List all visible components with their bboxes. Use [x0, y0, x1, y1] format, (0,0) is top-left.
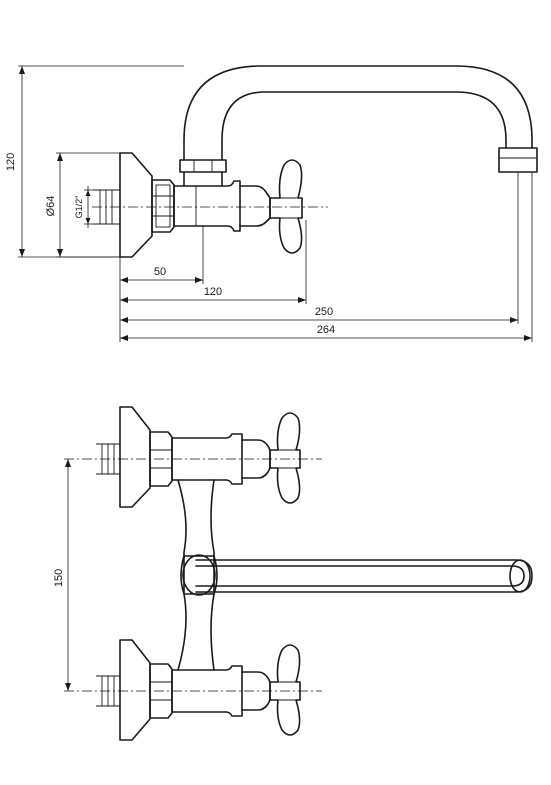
- front-spout: [195, 559, 533, 593]
- spout-aerator: [498, 147, 538, 173]
- spout-outer: [183, 65, 533, 161]
- lower-flange: [119, 639, 151, 741]
- spindle: [239, 185, 271, 227]
- lower-valve-body: [171, 665, 243, 717]
- upper-flange: [119, 406, 151, 508]
- dim-264-label: 264: [317, 324, 335, 336]
- upper-hex-nut: [149, 431, 173, 487]
- lower-valve: [64, 639, 322, 741]
- center-body: [177, 479, 215, 671]
- hex-nut: [151, 179, 175, 233]
- spout-nut: [179, 159, 227, 173]
- cross-handle: [269, 159, 303, 254]
- dim-flange-diameter-label: Ø64: [45, 196, 57, 217]
- dim-120-label: 120: [204, 286, 222, 298]
- dim-250-label: 250: [315, 306, 333, 318]
- swivel-collar: [180, 555, 218, 595]
- front-view: 150: [53, 406, 533, 741]
- upper-cross-handle: [269, 412, 301, 504]
- upper-valve: [64, 406, 322, 508]
- front-spout-tip: [509, 559, 531, 593]
- lower-cross-handle: [269, 644, 301, 736]
- top-view: 120 Ø64 G1/2" 50 120 250: [5, 65, 538, 342]
- spout-inner: [221, 91, 507, 161]
- dim-height-label: 120: [5, 153, 17, 171]
- lower-hex-nut: [149, 663, 173, 719]
- dim-spacing-label: 150: [53, 569, 65, 587]
- valve-body: [173, 180, 241, 232]
- swivel-ring: [182, 554, 216, 596]
- dim-50-label: 50: [154, 266, 166, 278]
- upper-valve-body: [171, 433, 243, 485]
- wall-flange: [119, 152, 153, 258]
- dim-thread-label: G1/2": [74, 196, 84, 219]
